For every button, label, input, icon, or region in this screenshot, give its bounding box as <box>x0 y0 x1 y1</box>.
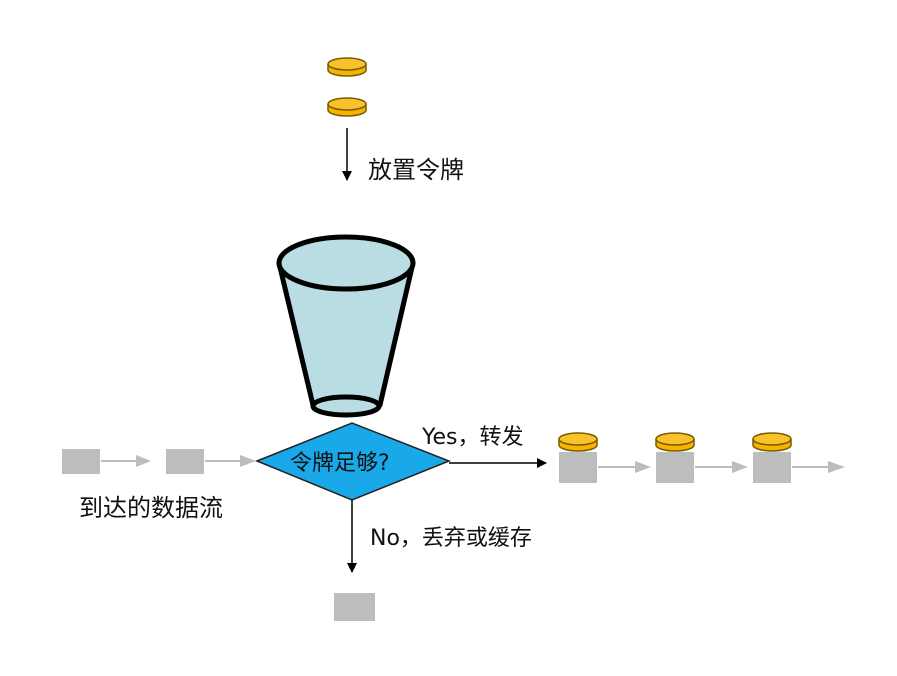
packet-icon <box>334 593 375 621</box>
no-branch-label: No，丢弃或缓存 <box>370 526 532 551</box>
decision-diamond <box>255 422 452 501</box>
packet-icon <box>166 449 204 474</box>
token-icon <box>327 57 367 77</box>
bucket-icon <box>276 234 416 418</box>
flow-arrow-head <box>635 461 651 473</box>
flow-arrow-head <box>732 461 748 473</box>
decision-label: 令牌足够? <box>290 451 390 476</box>
token-icon <box>752 432 792 452</box>
place-tokens-label: 放置令牌 <box>368 156 464 184</box>
packet-icon <box>656 452 694 483</box>
yes-branch-label: Yes，转发 <box>421 425 524 450</box>
token-icon <box>655 432 695 452</box>
packet-icon <box>62 449 100 474</box>
token-icon <box>327 97 367 117</box>
arriving-flow-label: 到达的数据流 <box>79 494 223 522</box>
flow-arrow-head <box>240 455 256 467</box>
flow-arrow-head <box>136 455 151 467</box>
flow-arrow-head <box>828 461 845 473</box>
packet-icon <box>559 452 597 483</box>
packet-icon <box>753 452 791 483</box>
token-icon <box>558 432 598 452</box>
